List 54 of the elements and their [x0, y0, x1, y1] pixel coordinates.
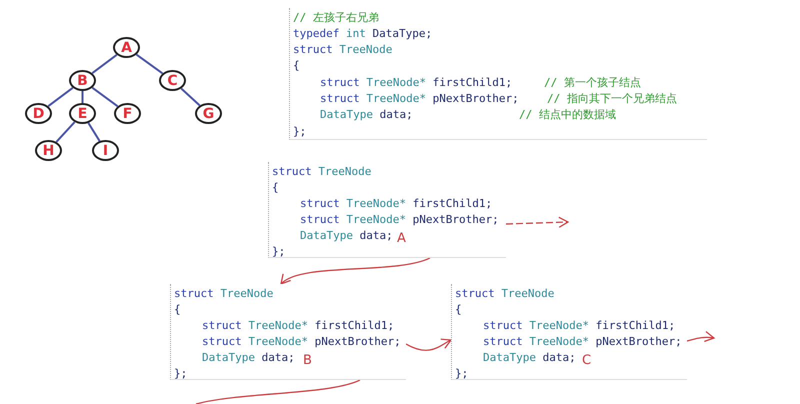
tree-edge [136, 54, 164, 74]
tree-node-circle: I [92, 140, 119, 161]
code-line: { [293, 59, 300, 73]
code-line: struct TreeNode* pNextBrother; [320, 92, 519, 106]
code-line: DataType data; [320, 108, 413, 122]
tree-edge [92, 86, 118, 108]
tree-edge [56, 121, 76, 143]
code-line: DataType data; [300, 229, 393, 243]
code-comment: // 第一个孩子结点 [544, 76, 641, 90]
code-line: { [272, 181, 279, 195]
code-comment: // 左孩子右兄弟 [293, 11, 379, 25]
tree-node-circle: D [25, 103, 52, 124]
code-line: struct TreeNode [174, 287, 274, 301]
tree-edge [48, 86, 74, 108]
tree-node-circle: G [195, 103, 222, 124]
tree-node-circle: H [35, 140, 62, 161]
code-line: { [174, 303, 181, 317]
code-line: struct TreeNode* firstChild1; [300, 197, 492, 211]
handwritten-letter: C [582, 354, 592, 367]
code-line: struct TreeNode* firstChild1; [483, 319, 676, 333]
tree-edge [88, 122, 100, 142]
hand-drawn-arrow [686, 331, 715, 342]
code-comment: // 指向其下一个兄弟结点 [547, 92, 677, 106]
handwritten-letter: B [303, 354, 312, 367]
handwritten-letter: A [397, 232, 406, 245]
code-line: DataType data; [483, 351, 576, 365]
code-line: struct TreeNode [293, 43, 392, 57]
tree-edge [82, 91, 84, 103]
code-line: }; [293, 125, 306, 139]
tree-edge [92, 54, 118, 74]
code-line: struct TreeNode [455, 287, 554, 301]
code-line: struct TreeNode* firstChild1; [202, 319, 394, 333]
hand-drawn-arrow [506, 216, 569, 228]
hand-drawn-line [196, 379, 360, 404]
tree-node-circle: B [69, 70, 96, 91]
tree-node-circle: F [114, 103, 141, 124]
tree-node-circle: A [113, 37, 140, 58]
code-line: }; [272, 245, 286, 259]
code-line: DataType data; [202, 351, 295, 365]
hand-drawn-arrow [406, 339, 452, 351]
tree-node-circle: E [69, 103, 96, 124]
code-line: struct TreeNode* pNextBrother; [483, 335, 682, 349]
code-line: struct TreeNode [272, 165, 372, 179]
tree-edge [180, 88, 200, 106]
code-line: { [455, 303, 462, 317]
code-line: }; [455, 367, 468, 381]
code-line: struct TreeNode* pNextBrother; [300, 213, 499, 227]
code-line: }; [174, 367, 188, 381]
tree-node-circle: C [159, 70, 186, 91]
code-line: struct TreeNode* pNextBrother; [202, 335, 401, 349]
code-comment: // 结点中的数据域 [519, 108, 616, 122]
code-line: typedef int DataType; [293, 27, 432, 41]
code-line: struct TreeNode* firstChild1; [320, 76, 512, 90]
hand-drawn-arrow [280, 257, 430, 285]
